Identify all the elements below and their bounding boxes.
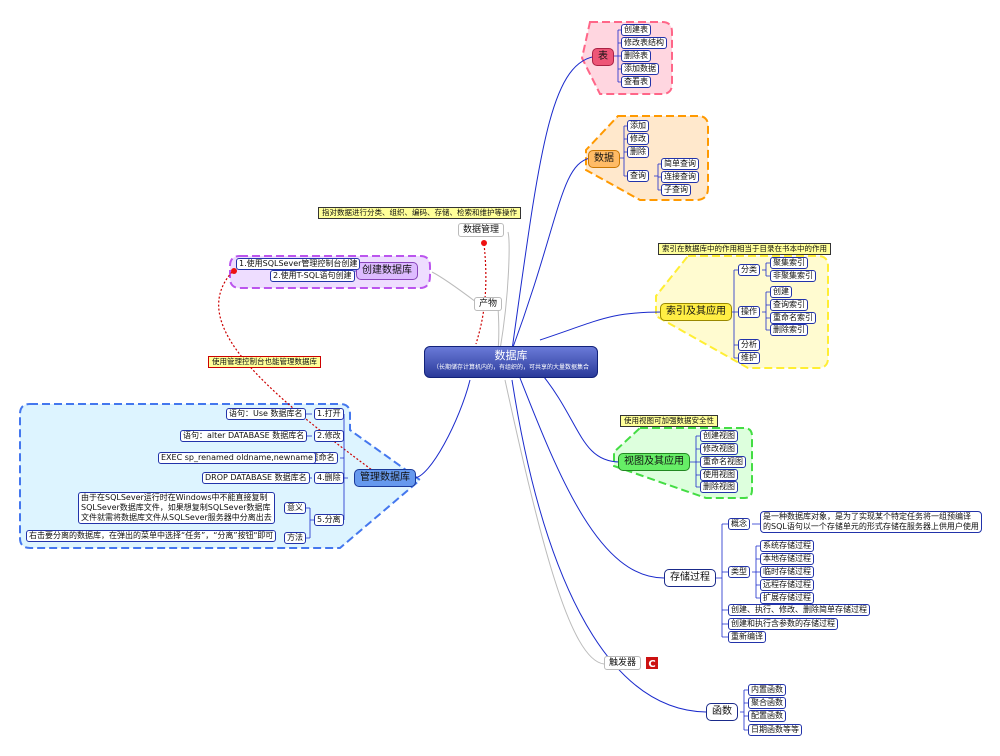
proc-extra-item[interactable]: 创建和执行含参数的存储过程 xyxy=(728,618,838,630)
createdb-item[interactable]: 2.使用T-SQL语句创建 xyxy=(270,270,355,282)
view-item[interactable]: 删除视图 xyxy=(700,481,738,493)
proc-concept-text: 是一种数据库对象，是为了实现某个特定任务将一组预编译 的SQL语句以一个存储单元… xyxy=(760,511,982,533)
query-item[interactable]: 子查询 xyxy=(661,184,691,196)
managedb-step[interactable]: 1.打开 xyxy=(314,408,344,420)
sep-method-label[interactable]: 方法 xyxy=(284,532,306,544)
index-classify-item[interactable]: 聚集索引 xyxy=(770,257,808,269)
index-classify-item[interactable]: 非聚集索引 xyxy=(770,270,816,282)
proc-topic[interactable]: 存储过程 xyxy=(664,569,716,587)
table-item[interactable]: 删除表 xyxy=(621,50,651,62)
gray-connectors xyxy=(431,231,605,665)
index-group[interactable]: 操作 xyxy=(738,306,760,318)
proc-type-item[interactable]: 本地存储过程 xyxy=(760,553,814,565)
center-subtitle: （长期储存计算机内的，有组织的，可共享的大量数据集合 xyxy=(432,364,589,371)
index-group[interactable]: 分析 xyxy=(738,339,760,351)
proc-types-label[interactable]: 类型 xyxy=(728,566,750,578)
data-item[interactable]: 添加 xyxy=(627,120,649,132)
sep-meaning-line: SQLSever数据库文件，如果想复制SQLSever数据库 xyxy=(81,503,271,512)
managedb-step[interactable]: 4.删除 xyxy=(314,472,344,484)
func-item[interactable]: 内置函数 xyxy=(748,684,786,696)
managedb-detail[interactable]: 语句：Use 数据库名 xyxy=(226,408,306,420)
table-item[interactable]: 查看表 xyxy=(621,76,651,88)
sep-method-text: 右击要分离的数据库，在弹出的菜单中选择“任务”，“分离”按钮"即可 xyxy=(26,530,277,542)
data-item[interactable]: 修改 xyxy=(627,133,649,145)
datamgmt-topic[interactable]: 数据管理 xyxy=(458,223,505,237)
managedb-detail[interactable]: EXEC sp_renamed oldname,newname xyxy=(158,452,316,464)
view-item[interactable]: 创建视图 xyxy=(700,430,738,442)
table-item[interactable]: 创建表 xyxy=(621,24,651,36)
table-item[interactable]: 添加数据 xyxy=(621,63,659,75)
managedb-note: 使用管理控制台也能管理数据库 xyxy=(208,356,321,368)
func-item[interactable]: 日期函数等等 xyxy=(748,724,802,736)
index-topic[interactable]: 索引及其应用 xyxy=(660,303,732,321)
data-topic[interactable]: 数据 xyxy=(588,150,620,168)
proc-type-item[interactable]: 扩展存储过程 xyxy=(760,592,814,604)
index-op-item[interactable]: 创建 xyxy=(770,286,792,298)
managedb-detail[interactable]: DROP DATABASE 数据库名 xyxy=(202,472,310,484)
trigger-badge-bg xyxy=(646,657,658,669)
view-note: 使用视图可加强数据安全性 xyxy=(620,415,718,427)
index-op-item[interactable]: 重命名索引 xyxy=(770,312,816,324)
func-item[interactable]: 配置函数 xyxy=(748,710,786,722)
proc-type-item[interactable]: 系统存储过程 xyxy=(760,540,814,552)
proc-extra-item[interactable]: 重新编译 xyxy=(728,631,766,643)
proc-concept-label[interactable]: 概念 xyxy=(728,518,750,530)
center-title: 数据库 xyxy=(494,349,528,362)
data-item[interactable]: 删除 xyxy=(627,146,649,158)
sep-meaning-label[interactable]: 意义 xyxy=(284,502,306,514)
relation-dot-top xyxy=(481,240,487,246)
center-topic[interactable]: 数据库 （长期储存计算机内的，有组织的，可共享的大量数据集合 xyxy=(424,346,598,378)
proc-concept-line: 是一种数据库对象，是为了实现某个特定任务将一组预编译 xyxy=(763,512,971,521)
main-connectors xyxy=(413,55,707,713)
proc-concept-line: 的SQL语句以一个存储单元的形式存储在服务器上供用户使用 xyxy=(763,522,979,531)
index-op-item[interactable]: 删除索引 xyxy=(770,324,808,336)
func-item[interactable]: 聚合函数 xyxy=(748,697,786,709)
datamgmt-note: 指对数据进行分类、组织、编码、存储、检索和维护等操作 xyxy=(318,207,521,219)
data-item[interactable]: 查询 xyxy=(627,170,649,182)
index-group[interactable]: 维护 xyxy=(738,352,760,364)
view-topic[interactable]: 视图及其应用 xyxy=(618,453,690,471)
managedb-step[interactable]: 5.分离 xyxy=(314,514,344,526)
product-topic[interactable]: 产物 xyxy=(474,297,503,311)
index-op-item[interactable]: 查询索引 xyxy=(770,299,808,311)
createdb-item[interactable]: 1.使用SQLSever管理控制台创建 xyxy=(236,258,361,270)
view-item[interactable]: 使用视图 xyxy=(700,469,738,481)
relation-dot-left xyxy=(231,268,237,274)
func-topic[interactable]: 函数 xyxy=(706,703,738,721)
index-note: 索引在数据库中的作用相当于目录在书本中的作用 xyxy=(658,243,831,255)
managedb-topic[interactable]: 管理数据库 xyxy=(354,469,416,487)
trigger-badge: C xyxy=(648,659,655,670)
proc-type-item[interactable]: 远程存储过程 xyxy=(760,579,814,591)
view-item[interactable]: 重命名视图 xyxy=(700,456,746,468)
sep-meaning-line: 由于在SQLSever运行时在Windows中不能直接复制 xyxy=(81,493,268,502)
table-topic[interactable]: 表 xyxy=(592,48,614,66)
createdb-topic[interactable]: 创建数据库 xyxy=(356,262,418,280)
query-item[interactable]: 简单查询 xyxy=(661,158,699,170)
proc-extra-item[interactable]: 创建、执行、修改、删除简单存储过程 xyxy=(728,604,870,616)
managedb-detail[interactable]: 语句：alter DATABASE 数据库名 xyxy=(180,430,308,442)
managedb-step[interactable]: 2.修改 xyxy=(314,430,344,442)
sep-meaning-text: 由于在SQLSever运行时在Windows中不能直接复制 SQLSever数据… xyxy=(78,492,275,524)
index-group[interactable]: 分类 xyxy=(738,264,760,276)
proc-type-item[interactable]: 临时存储过程 xyxy=(760,566,814,578)
view-item[interactable]: 修改视图 xyxy=(700,443,738,455)
trigger-topic[interactable]: 触发器 xyxy=(604,656,642,670)
table-item[interactable]: 修改表结构 xyxy=(621,37,667,49)
sep-meaning-line: 文件就需将数据库文件从SQLSever服务器中分离出去 xyxy=(81,513,272,522)
query-item[interactable]: 连接查询 xyxy=(661,171,699,183)
